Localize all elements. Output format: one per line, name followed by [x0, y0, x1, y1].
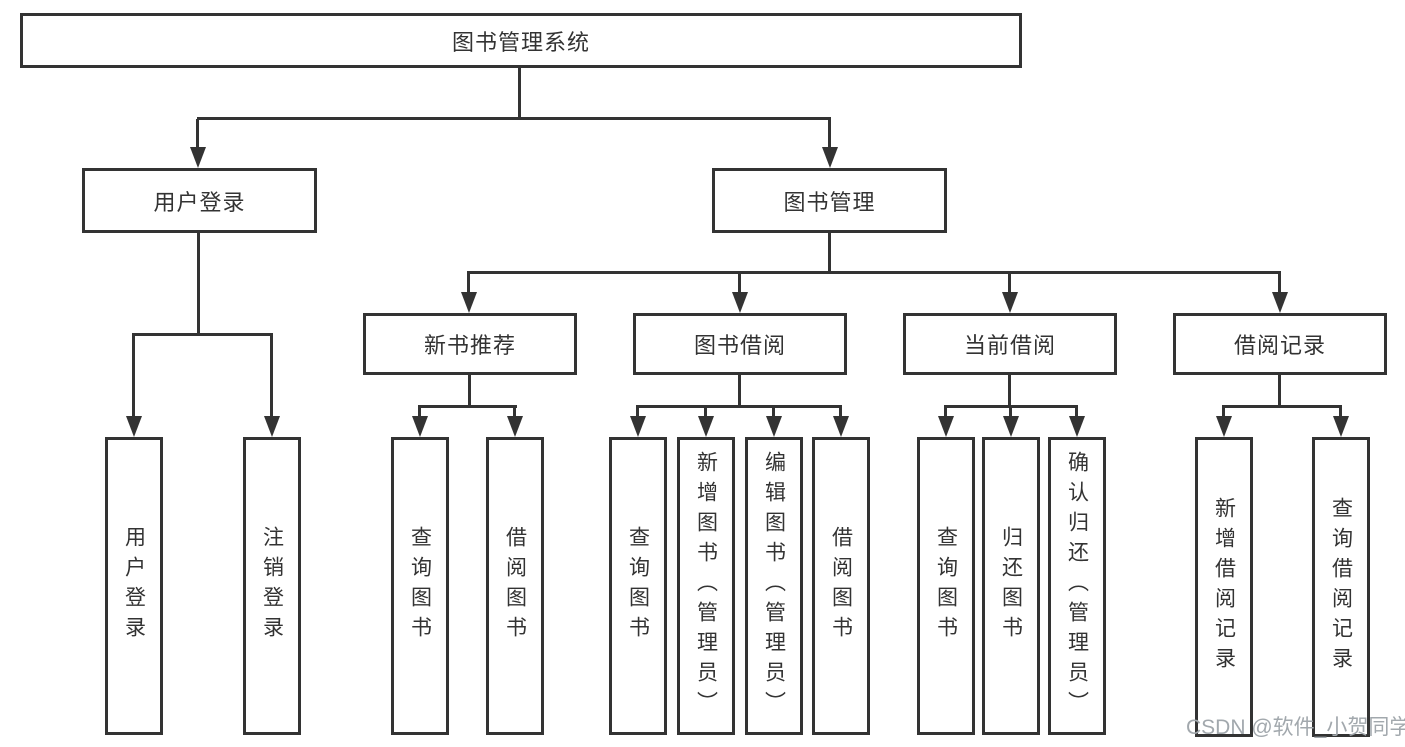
- connector-book-borrow-stem: [738, 375, 741, 407]
- connector-arrow-shaft-book-borrow: [738, 273, 741, 292]
- leaf-borrow-books-1: 借阅图书: [486, 437, 544, 735]
- arrowhead-query-record-icon: [1333, 416, 1349, 437]
- connector-arrow-shaft-current: [1008, 273, 1011, 292]
- connector-arrow-shaft-leaf-logout: [270, 335, 273, 416]
- leaf-query-books-3: 查询图书: [917, 437, 975, 735]
- connector-arrow-shaft-query3: [944, 407, 947, 416]
- connector-user-login-stem: [197, 233, 200, 335]
- connector-user-login-branch: [132, 333, 273, 336]
- leaf-query-books-1: 查询图书: [391, 437, 449, 735]
- leaf-add-borrow-record: 新增借阅记录: [1195, 437, 1253, 737]
- leaf-logout: 注销登录: [243, 437, 301, 735]
- node-new-book-recommend-label: 新书推荐: [423, 333, 516, 358]
- connector-current-branch: [944, 405, 1078, 408]
- connector-arrow-shaft-borrow1: [513, 407, 516, 416]
- node-current-borrowing-label: 当前借阅: [963, 333, 1056, 358]
- leaf-query-books-3-label: 查询图书: [934, 526, 958, 646]
- arrowhead-confirm-icon: [1069, 416, 1085, 437]
- connector-records-stem: [1278, 375, 1281, 407]
- leaf-logout-label: 注销登录: [260, 526, 284, 646]
- connector-root-stem: [518, 68, 521, 119]
- node-user-login-group: 用户登录: [82, 168, 317, 233]
- node-book-management: 图书管理: [712, 168, 947, 233]
- leaf-query-books-1-label: 查询图书: [408, 526, 432, 646]
- connector-current-stem: [1008, 375, 1011, 407]
- arrowhead-borrow1-icon: [507, 416, 523, 437]
- connector-arrow-shaft-book-mgmt: [828, 119, 831, 147]
- connector-book-mgmt-stem: [828, 233, 831, 273]
- connector-arrow-shaft-borrow2: [839, 407, 842, 416]
- leaf-query-books-2-label: 查询图书: [626, 526, 650, 646]
- connector-arrow-shaft-add-book: [704, 407, 707, 416]
- leaf-borrow-books-2: 借阅图书: [812, 437, 870, 735]
- connector-arrow-shaft-confirm: [1075, 407, 1078, 416]
- connector-arrow-shaft-add-record: [1222, 407, 1225, 416]
- arrowhead-borrow2-icon: [833, 416, 849, 437]
- connector-arrow-shaft-edit-book: [772, 407, 775, 416]
- leaf-edit-book-admin: 编辑图书（管理员）: [745, 437, 803, 735]
- arrowhead-edit-book-icon: [766, 416, 782, 437]
- connector-new-rec-branch: [418, 405, 517, 408]
- arrowhead-current-icon: [1002, 292, 1018, 313]
- connector-arrow-shaft-query2: [636, 407, 639, 416]
- arrowhead-records-icon: [1272, 292, 1288, 313]
- watermark: CSDN @软件_小贺同学: [1186, 716, 1405, 739]
- leaf-query-borrow-record-label: 查询借阅记录: [1329, 497, 1353, 677]
- arrowhead-query3-icon: [938, 416, 954, 437]
- arrowhead-book-mgmt-icon: [822, 147, 838, 168]
- leaf-return-books-label: 归还图书: [999, 526, 1023, 646]
- connector-new-rec-stem: [468, 375, 471, 407]
- connector-arrow-shaft-query1: [418, 407, 421, 416]
- node-current-borrowing: 当前借阅: [903, 313, 1117, 375]
- arrowhead-add-record-icon: [1216, 416, 1232, 437]
- leaf-query-books-2: 查询图书: [609, 437, 667, 735]
- node-borrowing-records-label: 借阅记录: [1233, 333, 1326, 358]
- connector-records-branch: [1222, 405, 1342, 408]
- arrowhead-user-login-icon: [190, 147, 206, 168]
- leaf-query-borrow-record: 查询借阅记录: [1312, 437, 1370, 737]
- arrowhead-leaf-login-icon: [126, 416, 142, 437]
- node-book-borrowing-label: 图书借阅: [693, 333, 786, 358]
- node-book-borrowing: 图书借阅: [633, 313, 847, 375]
- leaf-confirm-return-admin: 确认归还（管理员）: [1048, 437, 1106, 735]
- node-root: 图书管理系统: [20, 13, 1022, 68]
- connector-arrow-shaft-new-rec: [467, 273, 470, 292]
- arrowhead-book-borrow-icon: [732, 292, 748, 313]
- arrowhead-add-book-icon: [698, 416, 714, 437]
- leaf-borrow-books-2-label: 借阅图书: [829, 526, 853, 646]
- connector-level2-branch: [197, 117, 831, 120]
- connector-arrow-shaft-leaf-login: [132, 335, 135, 416]
- node-root-label: 图书管理系统: [451, 29, 590, 55]
- leaf-add-book-admin-label: 新增图书（管理员）: [694, 451, 718, 721]
- connector-book-borrow-branch: [636, 405, 842, 408]
- node-new-book-recommend: 新书推荐: [363, 313, 577, 375]
- leaf-user-login-label: 用户登录: [122, 526, 146, 646]
- arrowhead-query2-icon: [630, 416, 646, 437]
- leaf-edit-book-admin-label: 编辑图书（管理员）: [762, 451, 786, 721]
- arrowhead-new-rec-icon: [461, 292, 477, 313]
- leaf-return-books: 归还图书: [982, 437, 1040, 735]
- connector-level3-branch: [467, 271, 1281, 274]
- leaf-confirm-return-admin-label: 确认归还（管理员）: [1065, 451, 1089, 721]
- arrowhead-query1-icon: [412, 416, 428, 437]
- connector-arrow-shaft-return: [1009, 407, 1012, 416]
- connector-arrow-shaft-records: [1278, 273, 1281, 292]
- node-user-login-group-label: 用户登录: [153, 189, 246, 215]
- arrowhead-leaf-logout-icon: [264, 416, 280, 437]
- connector-arrow-shaft-user-login: [196, 119, 199, 147]
- leaf-add-borrow-record-label: 新增借阅记录: [1212, 497, 1236, 677]
- arrowhead-return-icon: [1003, 416, 1019, 437]
- connector-arrow-shaft-query-record: [1339, 407, 1342, 416]
- leaf-borrow-books-1-label: 借阅图书: [503, 526, 527, 646]
- node-borrowing-records: 借阅记录: [1173, 313, 1387, 375]
- node-book-management-label: 图书管理: [783, 189, 876, 215]
- leaf-add-book-admin: 新增图书（管理员）: [677, 437, 735, 735]
- leaf-user-login: 用户登录: [105, 437, 163, 735]
